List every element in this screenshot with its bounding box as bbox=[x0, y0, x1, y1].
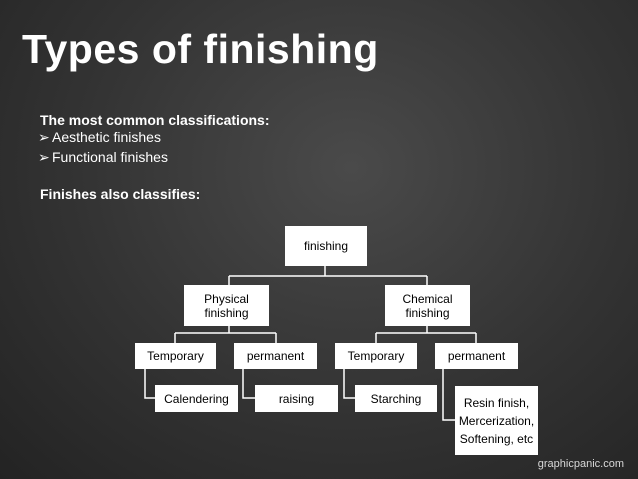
subtitle: The most common classifications: bbox=[40, 112, 270, 128]
node-calendering: Calendering bbox=[155, 385, 238, 412]
node-finishing: finishing bbox=[285, 226, 367, 266]
node-physical-finishing: Physical finishing bbox=[184, 285, 269, 326]
watermark-text: graphicpanic.com bbox=[537, 458, 624, 470]
node-physical-permanent: permanent bbox=[234, 343, 317, 369]
node-raising: raising bbox=[255, 385, 338, 412]
connector-line bbox=[442, 369, 455, 421]
connector-line bbox=[242, 369, 255, 399]
bullet-text: Aesthetic finishes bbox=[52, 129, 161, 145]
node-physical-temporary: Temporary bbox=[135, 343, 216, 369]
slide-title: Types of finishing bbox=[22, 26, 379, 72]
connector-line bbox=[144, 369, 155, 399]
arrow-bullet-icon: ➢ bbox=[38, 129, 50, 145]
connector-line bbox=[343, 369, 355, 399]
node-resin-finish: Resin finish, Mercerization, Softening, … bbox=[455, 386, 538, 455]
bullet-text: Functional finishes bbox=[52, 149, 168, 165]
subtitle-classifies: Finishes also classifies: bbox=[40, 186, 201, 202]
node-starching: Starching bbox=[355, 385, 437, 412]
node-chemical-finishing: Chemical finishing bbox=[385, 285, 470, 326]
bullet-item: ➢Aesthetic finishes bbox=[38, 129, 161, 146]
arrow-bullet-icon: ➢ bbox=[38, 149, 50, 165]
node-chemical-permanent: permanent bbox=[435, 343, 518, 369]
bullet-item: ➢Functional finishes bbox=[38, 149, 168, 166]
node-chemical-temporary: Temporary bbox=[335, 343, 417, 369]
